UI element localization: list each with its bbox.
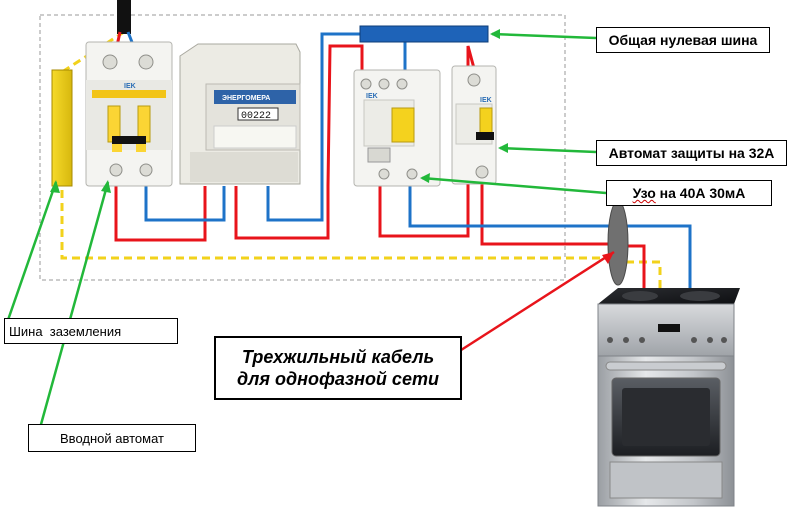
pointer-cable	[457, 250, 615, 354]
cable-bundle	[607, 200, 629, 286]
cable-line1: Трехжильный кабель	[241, 347, 435, 367]
neutral-bus-text: Общая нулевая шина	[608, 32, 758, 48]
input-breaker-device	[85, 41, 173, 187]
pointer-ground-bus	[6, 181, 58, 321]
earth-wire-to-stove	[626, 260, 662, 292]
phase-wire-breaker32-to-cable	[480, 184, 612, 246]
ground-bus-text: Шина заземления	[9, 323, 122, 339]
neutral-bus-label: Общая нулевая шина	[596, 27, 770, 53]
rcd-device	[353, 69, 441, 187]
rcd-word: Узо	[632, 185, 656, 201]
breaker-32a-text: Автомат защиты на 32А	[608, 145, 775, 161]
meter-digits: 00222	[241, 111, 271, 122]
input-cable	[117, 0, 131, 34]
breaker-32a-brand: IEK	[480, 97, 492, 104]
input-breaker-text: Вводной автомат	[60, 430, 164, 446]
rcd-rest: на 40А 30мА	[655, 185, 746, 201]
breaker-32a-label: Автомат защиты на 32А	[596, 140, 787, 166]
electric-stove	[597, 288, 740, 507]
pointer-rcd	[421, 176, 607, 195]
pointer-input-breaker	[38, 181, 110, 429]
phase-wire-meter-to-rcd	[234, 44, 364, 240]
panel-frame	[39, 14, 566, 281]
neutral-bus	[359, 25, 489, 43]
earth-wire-to-cable	[60, 190, 610, 260]
electricity-meter	[179, 43, 301, 185]
pointer-neutral-bus	[491, 32, 597, 40]
phase-wire-rcd-to-breaker32	[378, 45, 477, 238]
neutral-wire-meter-to-rcd	[266, 32, 360, 222]
pointer-breaker-32a	[499, 146, 597, 154]
ground-bus-label: Шина заземления	[4, 318, 178, 344]
meter-brand: ЭНЕРГОМЕРА	[222, 95, 270, 102]
cable-label: Трехжильный кабель для однофазной сети	[214, 336, 462, 400]
phase-wire-breaker-to-meter	[114, 182, 207, 242]
cable-line2: для однофазной сети	[237, 369, 439, 389]
rcd-label: Узо на 40А 30мА	[606, 180, 772, 206]
neutral-wire-rcd-to-cable	[408, 184, 612, 228]
neutral-wire-breaker-to-meter	[144, 182, 226, 222]
input-breaker-brand: IEK	[124, 83, 136, 90]
breaker-32a-device	[451, 65, 497, 185]
rcd-brand: IEK	[366, 93, 378, 100]
ground-bus	[51, 69, 73, 187]
phase-wire-to-stove	[626, 244, 646, 292]
input-breaker-label: Вводной автомат	[28, 424, 196, 452]
neutral-wire-to-stove	[626, 224, 692, 292]
